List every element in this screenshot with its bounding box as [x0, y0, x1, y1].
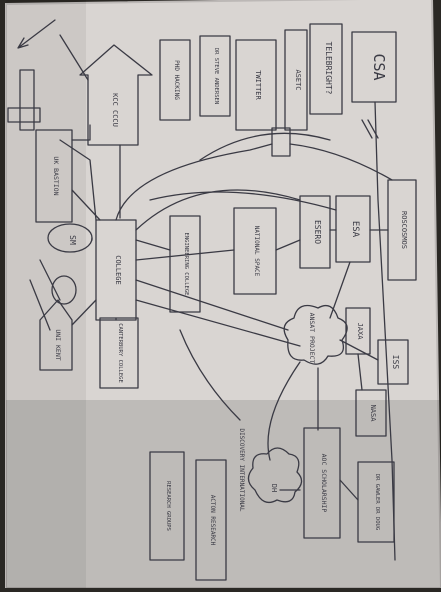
ru-box	[271, 127, 291, 157]
uk-bastion-box	[35, 129, 73, 223]
label-discovery: DISCOVERY INTERNATIONAL	[238, 428, 245, 511]
label-phd-hacking: PHD HACKING	[173, 60, 180, 100]
label-esero: ESERO	[313, 220, 322, 244]
kcc-house	[79, 44, 153, 146]
nasa-box	[355, 389, 387, 437]
dh-cloud	[247, 447, 303, 504]
label-dh: DH	[270, 484, 278, 492]
engineering-college-box	[169, 215, 201, 313]
label-uk-bastion: UK BASTION	[52, 156, 60, 195]
diagram-ink	[7, 19, 417, 581]
dr-gawler-box	[357, 461, 395, 543]
label-ansat: ANSAT PROJECT	[308, 313, 316, 364]
label-roscosmos: ROSCOSMOS	[400, 211, 408, 249]
label-kcc: KCC CCCU	[111, 93, 119, 127]
label-twitter: TWITTER	[254, 70, 262, 100]
label-iss: ISS	[391, 355, 400, 370]
label-jaxa: JAXA	[356, 323, 364, 341]
ansat-cloud	[283, 304, 348, 365]
label-nasa: NASA	[369, 405, 377, 423]
label-aoc: AOC SCHOLARSHIP	[320, 454, 328, 513]
uni-kent-box	[39, 299, 73, 371]
canterbury-college-box	[99, 317, 139, 389]
label-sm: SM	[68, 235, 77, 245]
csa-vertical-line	[374, 101, 396, 561]
double-slash	[361, 119, 379, 139]
label-engineering-college: ENGINEERING COLLEGE	[183, 233, 189, 296]
label-college: COLLEGE	[114, 255, 122, 285]
phd-hacking-box	[159, 39, 191, 121]
label-csa: CSA	[370, 53, 388, 80]
acton-research-box	[195, 459, 227, 581]
label-canterbury-college: CANTERBURY COLLEGE	[117, 323, 123, 383]
dr-steve-box	[199, 35, 231, 117]
label-research-groups: RESEARCH GROUPS	[165, 481, 171, 531]
label-telebright: TELEBRIGHT?	[324, 42, 333, 95]
note-box	[19, 69, 35, 131]
national-space-box	[233, 207, 277, 295]
esero-box	[299, 195, 331, 269]
aoc-box	[303, 427, 341, 539]
label-asetc: ASETC	[294, 69, 302, 90]
research-groups-box	[149, 451, 185, 561]
telebright-box	[309, 23, 343, 115]
esa-box	[335, 195, 371, 263]
labels: CSA TELEBRIGHT? ASETC TWITTER DR STEVE A…	[52, 42, 408, 546]
label-dr-gawler: DR GAWLER DR DOUG	[374, 474, 380, 530]
label-national-space: NATIONAL SPACE	[253, 226, 260, 277]
label-acton-research: ACTON RESEARCH	[209, 495, 216, 546]
label-uni-kent: UNI KENT	[54, 329, 62, 360]
paper-sheet	[6, 0, 441, 588]
label-esa: ESA	[350, 221, 360, 238]
label-dr-steve: DR STEVE ANDERSEN	[213, 48, 219, 104]
csa-box	[351, 31, 397, 103]
iss-box	[377, 339, 409, 385]
twitter-box	[235, 39, 277, 131]
asetc-box	[284, 29, 308, 131]
